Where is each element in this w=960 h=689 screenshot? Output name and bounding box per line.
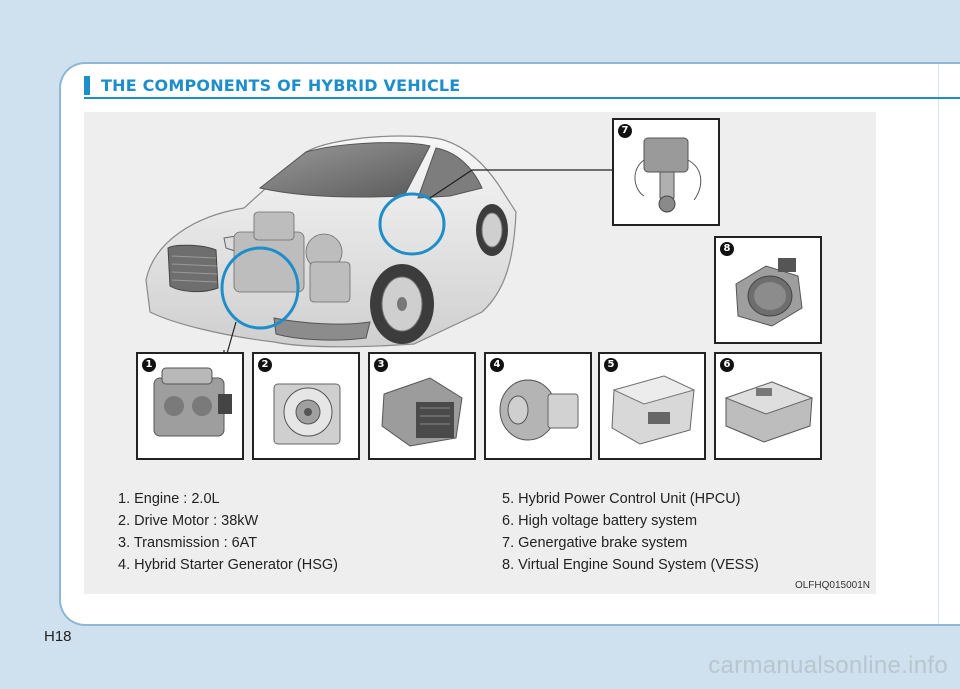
- badge-1: 1: [142, 358, 156, 372]
- badge-5: 5: [604, 358, 618, 372]
- legend-item-engine: 1. Engine : 2.0L: [118, 491, 220, 507]
- brake-highlight-circle: [378, 192, 446, 256]
- transmission-image: [381, 377, 463, 447]
- page-number: H18: [44, 628, 72, 645]
- car-side-window: [417, 147, 483, 199]
- component-thumb-drive-motor: 2: [252, 352, 360, 460]
- badge-8: 8: [720, 242, 734, 256]
- car-rear-wheel: [476, 204, 508, 256]
- figure-ref-code: OLFHQ015001N: [794, 580, 870, 591]
- component-thumb-transmission: 3: [368, 352, 476, 460]
- brake-callout-line: [429, 169, 612, 199]
- component-thumb-brake-system: 7: [612, 118, 720, 226]
- legend-item-battery: 6. High voltage battery system: [502, 513, 698, 529]
- car-grille: [167, 244, 219, 293]
- vess-image: [735, 258, 803, 327]
- watermark-link[interactable]: carmanualsonline.info: [708, 652, 948, 679]
- badge-6: 6: [720, 358, 734, 372]
- legend-item-brake-system: 7. Genergative brake system: [502, 535, 688, 551]
- car-engine-cutaway: [233, 211, 351, 303]
- section-title-rule: [84, 97, 960, 99]
- engine-image: [153, 367, 232, 437]
- components-legend-right: 5. Hybrid Power Control Unit (HPCU) 6. H…: [502, 488, 759, 576]
- car-illustration: [145, 135, 612, 365]
- component-thumb-hpcu: 5: [598, 352, 706, 460]
- legend-item-hpcu: 5. Hybrid Power Control Unit (HPCU): [502, 491, 741, 507]
- badge-4: 4: [490, 358, 504, 372]
- engine-highlight-circle: [220, 246, 300, 330]
- legend-item-drive-motor: 2. Drive Motor : 38kW: [118, 513, 259, 529]
- legend-item-hsg: 4. Hybrid Starter Generator (HSG): [118, 557, 338, 573]
- brake-system-image: [634, 137, 702, 213]
- section-title-marker: [84, 76, 90, 95]
- component-thumb-battery: 6: [714, 352, 822, 460]
- components-legend-left: 1. Engine : 2.0L 2. Drive Motor : 38kW 3…: [118, 488, 338, 576]
- car-front-wheel: [370, 264, 434, 344]
- right-margin-rule: [938, 64, 939, 624]
- hpcu-image: [611, 375, 696, 445]
- component-thumb-engine: 1: [136, 352, 244, 460]
- legend-item-transmission: 3. Transmission : 6AT: [118, 535, 258, 551]
- hsg-image: [499, 379, 579, 441]
- battery-image: [724, 381, 814, 443]
- components-figure: 1 2 3 4: [84, 112, 876, 594]
- component-thumb-hsg: 4: [484, 352, 592, 460]
- badge-3: 3: [374, 358, 388, 372]
- car-lower-intake: [273, 317, 371, 341]
- component-thumb-vess: 8: [714, 236, 822, 344]
- car-windshield: [258, 142, 431, 198]
- drive-motor-image: [273, 383, 341, 445]
- badge-2: 2: [258, 358, 272, 372]
- legend-item-vess: 8. Virtual Engine Sound System (VESS): [502, 557, 759, 573]
- badge-7: 7: [618, 124, 632, 138]
- section-title: THE COMPONENTS OF HYBRID VEHICLE: [101, 76, 461, 95]
